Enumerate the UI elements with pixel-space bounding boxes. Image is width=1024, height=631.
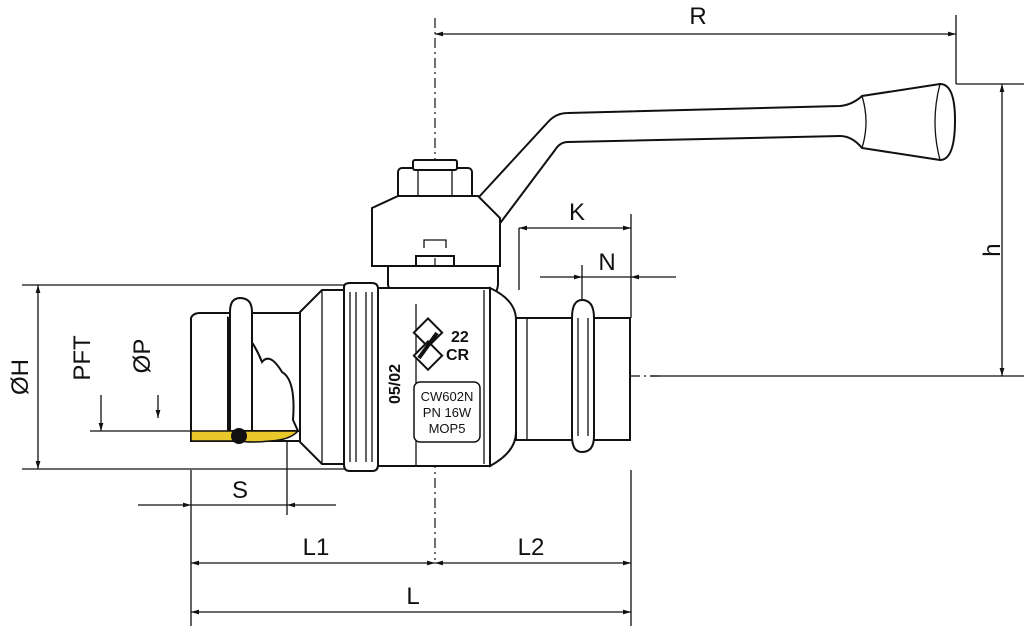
dim-label-PFT: PFT — [69, 335, 96, 381]
material-marking: CW602N — [421, 389, 474, 404]
dim-label-L: L — [406, 583, 419, 610]
mop-marking: MOP5 — [429, 421, 466, 436]
certification-logo-icon — [412, 317, 444, 372]
valve-stem-nut — [397, 159, 473, 201]
valve-central-body — [299, 282, 517, 472]
dim-label-h: h — [979, 243, 1006, 256]
dimension-lines — [35, 31, 1005, 615]
pressure-marking: PN 16W — [423, 405, 472, 420]
dim-label-L1: L1 — [303, 534, 330, 561]
dim-label-diam-P: ØP — [129, 339, 156, 374]
dim-label-diam-H: ØH — [7, 359, 34, 395]
material-plate: CW602N PN 16W MOP5 — [413, 381, 481, 443]
valve-handle — [476, 82, 957, 232]
type-marking: CR — [446, 347, 470, 364]
dim-label-K: K — [569, 199, 585, 226]
o-ring-seal — [190, 428, 300, 444]
valve-right-socket — [515, 298, 631, 454]
dim-label-R: R — [689, 3, 706, 30]
dim-label-L2: L2 — [518, 534, 545, 561]
date-marking: 05/02 — [387, 364, 404, 404]
valve-left-socket — [190, 296, 301, 442]
handle-hub — [371, 195, 501, 267]
dim-label-N: N — [598, 249, 615, 276]
size-marking: 22 — [451, 329, 469, 346]
dim-label-S: S — [232, 477, 248, 504]
